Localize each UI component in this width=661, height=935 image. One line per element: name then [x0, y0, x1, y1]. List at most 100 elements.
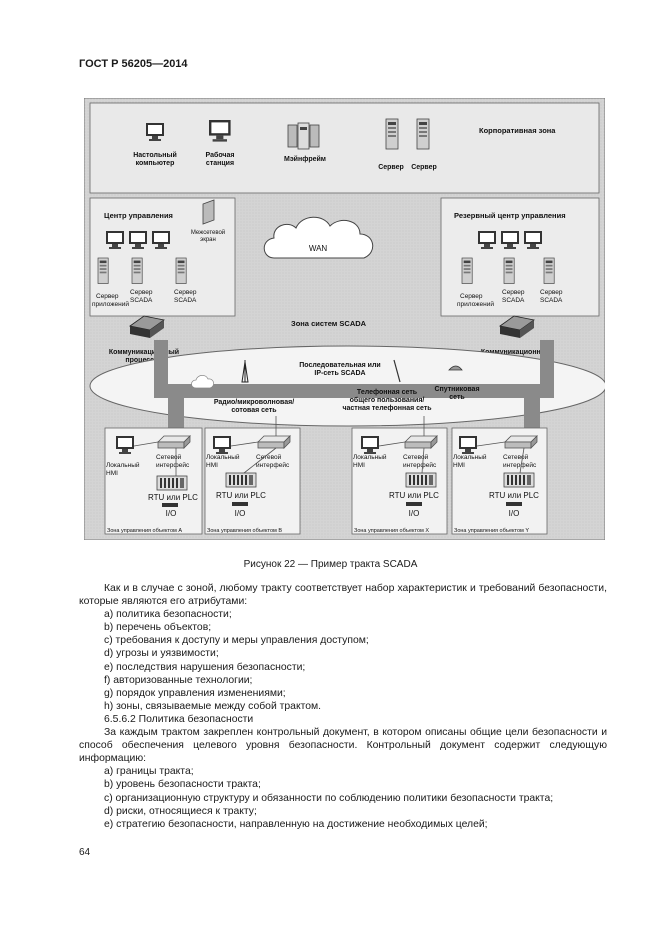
workstation-label-1: Рабочая: [206, 151, 235, 159]
scada-server-label-2: SCADA: [540, 297, 563, 304]
firewall-label-1: Межсетевой: [191, 229, 225, 236]
serial-ip-label-2: IP-сеть SCADA: [314, 370, 365, 377]
page-number: 64: [79, 847, 91, 858]
list-item: d) риски, относящиеся к тракту;: [104, 805, 257, 817]
plc-icon: [225, 472, 257, 488]
body-text: Как и в случае с зоной, любому тракту со…: [79, 582, 607, 831]
scada-server-label-2: SCADA: [130, 297, 153, 304]
object-zone-b-label: Зона управления объектом B: [207, 528, 282, 534]
corporate-zone-label: Корпоративная зона: [479, 126, 556, 135]
corporate-zone: [89, 102, 600, 194]
comm-processor-label-1: Коммуникационный: [109, 348, 179, 356]
io-module-icon: [406, 502, 422, 506]
phone-net-label-2: общего пользования/: [350, 396, 425, 404]
local-hmi-label-1: Локальный: [206, 453, 240, 461]
server-label-1: Сервер: [378, 164, 404, 171]
wan-label: WAN: [309, 244, 328, 253]
list-item: g) порядок управления изменениями;: [104, 687, 286, 699]
app-server-label-1: Сервер: [96, 293, 119, 300]
plc-icon: [156, 475, 188, 491]
net-interface-label-2: интерфейс: [256, 461, 290, 469]
scada-path-band: [154, 340, 554, 410]
list-item: h) зоны, связываемые между собой трактом…: [104, 700, 322, 712]
io-module-icon: [232, 502, 248, 506]
object-zone-a-label: Зона управления объектом A: [107, 528, 182, 534]
radio-net-label-1: Радио/микроволновая/: [214, 399, 294, 406]
comm-processor-label-2: процессор: [125, 357, 162, 364]
rtu-plc-label: RTU или PLC: [489, 491, 539, 500]
list-item: c) организационную структуру и обязаннос…: [104, 792, 554, 804]
phone-net-label-1: Телефонная сеть: [357, 389, 418, 396]
network-switch-icon: [404, 435, 438, 449]
network-switch-icon: [257, 435, 291, 449]
network-switch-icon: [157, 435, 191, 449]
list-item: e) последствия нарушения безопасности;: [104, 661, 306, 673]
object-zone-x-label: Зона управления объектом X: [354, 528, 429, 534]
list-item: b) перечень объектов;: [104, 622, 212, 634]
server-icon: [175, 257, 187, 284]
net-interface-label-1: Сетевой: [403, 453, 429, 461]
server-icon: [131, 257, 143, 284]
phone-net-label-3: частная телефонная сеть: [342, 405, 432, 412]
io-label: I/O: [409, 509, 420, 518]
io-module-icon: [506, 502, 522, 506]
server-icon: [543, 257, 555, 284]
rtu-plc-label: RTU или PLC: [389, 491, 439, 500]
scada-server-label-1: Сервер: [174, 289, 197, 296]
mainframe-icon: [287, 122, 320, 150]
local-hmi-label-1: Локальный: [353, 453, 387, 461]
object-zone-y-label: Зона управления объектом Y: [454, 528, 529, 534]
radio-tower-icon: [241, 360, 249, 383]
net-interface-label-2: интерфейс: [156, 461, 190, 469]
firewall-icon: [202, 199, 215, 225]
rtu-plc-label: RTU или PLC: [216, 491, 266, 500]
app-server-label-2: приложений: [457, 300, 494, 308]
list-item: 6.5.6.2 Политика безопасности: [104, 713, 254, 725]
list-item: e) стратегию безопасности, направленную …: [104, 818, 488, 830]
satellite-label-1: Спутниковая: [434, 386, 479, 393]
satellite-dish-icon: [448, 365, 463, 371]
net-interface-label-2: интерфейс: [503, 461, 537, 469]
paragraph: Как и в случае с зоной, любому тракту со…: [79, 583, 607, 608]
figure-caption: Рисунок 22 — Пример тракта SCADA: [243, 559, 418, 570]
net-interface-label-1: Сетевой: [256, 453, 282, 461]
list-item: d) угрозы и уязвимости;: [104, 648, 219, 660]
connection-lines: [133, 416, 525, 476]
server-icon: [461, 257, 473, 284]
workstation-label-2: станция: [206, 160, 234, 167]
network-switch-icon: [504, 435, 538, 449]
backup-control-center-label: Резервный центр управления: [454, 211, 566, 220]
comm-processor-label-1: Коммуникационный: [481, 348, 551, 356]
server-icon: [97, 257, 109, 284]
local-hmi-label-2: HMI: [453, 462, 465, 469]
document-header: ГОСТ Р 56205—2014: [79, 58, 188, 70]
scada-zone-label: Зона систем SCADA: [291, 319, 367, 328]
list-item: a) политика безопасности;: [104, 609, 232, 621]
backup-control-center-zone: [440, 197, 600, 317]
mainframe-label: Мэйнфрейм: [284, 155, 326, 163]
wan-cloud-icon: [263, 216, 374, 259]
io-label: I/O: [235, 509, 246, 518]
app-server-label-2: приложений: [92, 300, 129, 308]
server-icon: [416, 118, 430, 150]
list-item: f) авторизованные технологии;: [104, 674, 253, 686]
server-label-2: Сервер: [411, 164, 437, 171]
io-label: I/O: [166, 509, 177, 518]
scada-server-label-1: Сервер: [540, 289, 563, 296]
cloud-icon: [191, 375, 214, 389]
app-server-label-1: Сервер: [460, 293, 483, 300]
net-interface-label-2: интерфейс: [403, 461, 437, 469]
scada-path-figure: Корпоративная зона Настольный компьютер …: [84, 98, 605, 540]
phone-antenna-icon: [393, 359, 401, 383]
scada-server-label-1: Сервер: [130, 289, 153, 296]
list-item: a) границы тракта;: [104, 766, 194, 778]
desktop-label-1: Настольный: [133, 151, 177, 159]
rtu-plc-label: RTU или PLC: [148, 493, 198, 502]
server-icon: [385, 118, 399, 150]
desktop-label-2: компьютер: [136, 160, 175, 167]
serial-ip-label-1: Последовательная или: [299, 362, 380, 369]
io-label: I/O: [509, 509, 520, 518]
list-item: b) уровень безопасности тракта;: [104, 779, 261, 791]
plc-icon: [503, 472, 535, 488]
local-hmi-label-1: Локальный: [106, 461, 140, 469]
